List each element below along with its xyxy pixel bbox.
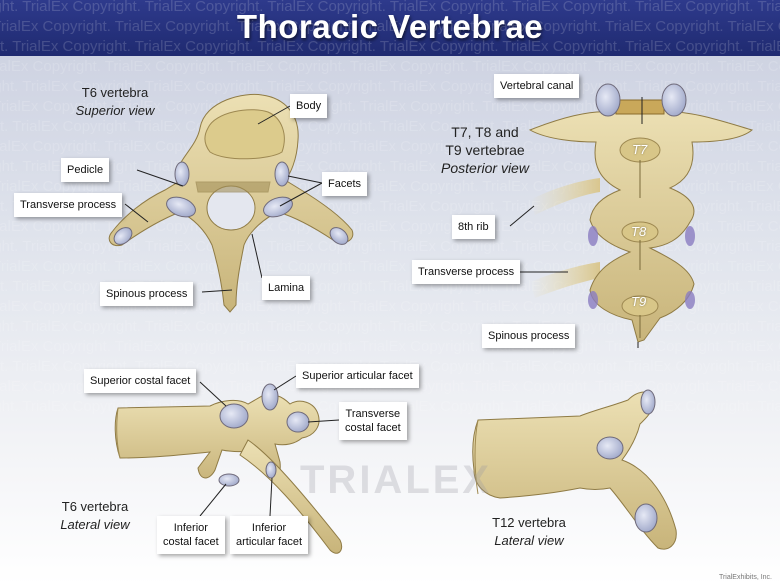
caption-subtitle: Lateral view	[60, 517, 130, 532]
page-title: Thoracic Vertebrae	[236, 8, 544, 45]
vertebra-label-t8: T8	[631, 224, 647, 239]
posterior-vertebrae-stack	[528, 99, 754, 343]
label-facets: Facets	[322, 172, 368, 196]
label-posterior-spinous-process: Spinous process	[482, 324, 576, 348]
label-spinous-process: Spinous process	[100, 282, 194, 306]
posterior-rib-facet	[685, 291, 695, 309]
caption-title-line1: T7, T8 and	[451, 124, 519, 140]
caption-title: T12 vertebra	[492, 515, 566, 530]
posterior-caption: T7, T8 and T9 vertebrae Posterior view	[430, 123, 540, 177]
caption-title: T6 vertebra	[61, 499, 129, 514]
caption-subtitle: Lateral view	[494, 533, 564, 548]
vertebra-label-t9: T9	[631, 294, 647, 309]
caption-subtitle: Superior view	[75, 103, 155, 118]
facet-left	[166, 196, 196, 218]
t6-superior-vertebra	[108, 93, 354, 313]
label-transverse-costal-facet: Transverse costal facet	[339, 402, 407, 440]
caption-subtitle: Posterior view	[441, 160, 529, 176]
label-vertebral-canal: Vertebral canal	[494, 74, 580, 98]
facet-right	[263, 196, 293, 218]
label-body: Body	[290, 94, 328, 118]
posterior-rib-facet	[588, 226, 598, 246]
label-inferior-articular-facet: Inferior articular facet	[230, 516, 309, 554]
label-lamina: Lamina	[262, 276, 311, 300]
label-line: articular facet	[236, 536, 303, 548]
caption-title: T6 vertebra	[81, 85, 149, 100]
transverse-facet-right	[329, 227, 349, 245]
transverse-costal-facet	[286, 411, 310, 433]
superior-articular-facet	[261, 383, 279, 411]
pedicle-facet-left	[174, 161, 190, 187]
t12-lateral-caption: T12 vertebra Lateral view	[474, 514, 584, 550]
label-line: Inferior	[173, 522, 208, 534]
posterior-facet-left	[595, 83, 621, 117]
transverse-facet-left	[113, 227, 133, 245]
label-line: Transverse	[345, 408, 401, 420]
label-line: costal facet	[345, 422, 401, 434]
pedicle-facet-right	[274, 161, 290, 187]
label-line: Inferior	[251, 522, 287, 534]
posterior-rib-facet	[685, 226, 695, 246]
superior-leader-lines	[124, 105, 323, 293]
t6-lateral-caption: T6 vertebra Lateral view	[40, 498, 150, 534]
t12-inferior-articular-facet	[634, 503, 658, 533]
label-pedicle: Pedicle	[61, 158, 110, 182]
label-superior-costal-facet: Superior costal facet	[84, 369, 197, 393]
label-8th-rib: 8th rib	[452, 215, 495, 239]
posterior-rib-facet	[588, 291, 598, 309]
label-transverse-process: Transverse process	[14, 193, 123, 217]
t6-superior-caption: T6 vertebra Superior view	[60, 84, 170, 120]
lateral-t6-leader-lines	[199, 375, 340, 517]
label-posterior-transverse-process: Transverse process	[412, 260, 521, 284]
t12-costal-facet	[596, 436, 624, 460]
superior-costal-facet	[219, 403, 249, 429]
label-inferior-costal-facet: Inferior costal facet	[157, 516, 225, 554]
t6-lateral-vertebra	[114, 393, 343, 554]
brand-watermark: TRIALEX	[300, 458, 493, 502]
label-line: costal facet	[163, 536, 219, 548]
title-banner	[0, 0, 780, 56]
inferior-costal-facet	[218, 473, 240, 487]
vertebra-label-t7: T7	[632, 142, 648, 157]
posterior-leader-lines	[509, 97, 643, 348]
label-superior-articular-facet: Superior articular facet	[296, 364, 419, 388]
footer-credit: TrialExhibits, Inc.	[718, 574, 772, 581]
t12-superior-articular-facet	[640, 389, 656, 415]
posterior-facet-right	[661, 83, 687, 117]
inferior-articular-facet	[265, 461, 277, 479]
caption-title-line2: T9 vertebrae	[445, 142, 525, 158]
